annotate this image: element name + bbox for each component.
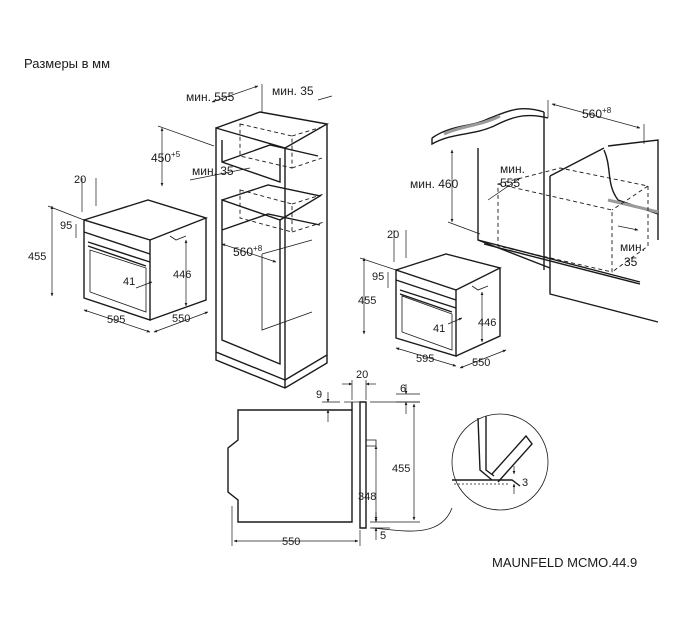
side-top-lip: 9 [316, 389, 322, 401]
oven-right-width: 595 [416, 353, 434, 365]
oven-right-inner-height: 446 [478, 317, 496, 329]
diagram-heading: Размеры в мм [24, 56, 111, 71]
under-depth-label-1: мин. [500, 162, 525, 176]
oven-left-total-height: 455 [28, 251, 46, 263]
under-depth-label-2: 555 [500, 176, 520, 190]
tall-top-gap-label: мин. 35 [192, 164, 234, 178]
oven-right-depth: 550 [472, 357, 490, 369]
oven-left-width: 595 [107, 314, 125, 326]
oven-left-handle-offset: 41 [123, 276, 135, 288]
side-right-offset: 6 [400, 383, 406, 395]
tall-depth-label: мин. 555 [186, 90, 235, 104]
oven-left-depth: 550 [172, 313, 190, 325]
side-view: 20 9 6 455 348 5 550 [227, 369, 549, 548]
side-front-thickness: 20 [356, 369, 368, 381]
tall-back-gap-label: мин. 35 [272, 84, 314, 98]
side-height: 455 [392, 463, 410, 475]
under-gap-label-2: 35 [624, 255, 638, 269]
tall-height-label: 450+5 [151, 150, 181, 165]
under-gap-label-1: мин. [620, 240, 645, 254]
side-depth: 550 [282, 536, 300, 548]
oven-left-inner-height: 446 [173, 269, 191, 281]
oven-right-handle-offset: 41 [433, 323, 445, 335]
oven-right-total-height: 455 [358, 295, 376, 307]
oven-right: 20 95 455 446 41 595 550 [358, 229, 507, 369]
oven-right-panel-height: 95 [372, 271, 384, 283]
oven-left-panel-height: 95 [60, 220, 72, 232]
under-width-label: 560+8 [582, 106, 612, 121]
side-inner-height: 348 [358, 491, 376, 503]
tall-cabinet: мин. 555 мин. 35 450+5 мин. 35 560+8 [151, 84, 333, 389]
undercounter-cabinet: 560+8 мин. 460 мин. 555 мин. 35 [410, 100, 659, 323]
side-bottom-gap: 5 [380, 530, 386, 542]
oven-left: 20 95 455 446 41 595 550 [28, 174, 209, 333]
model-name: MAUNFELD MCMO.44.9 [492, 555, 638, 570]
oven-left-top-offset: 20 [74, 174, 86, 186]
detail-gap: 3 [522, 477, 528, 489]
tall-width-label: 560+8 [233, 244, 263, 259]
oven-right-top-offset: 20 [387, 229, 399, 241]
under-height-label: мин. 460 [410, 177, 459, 191]
